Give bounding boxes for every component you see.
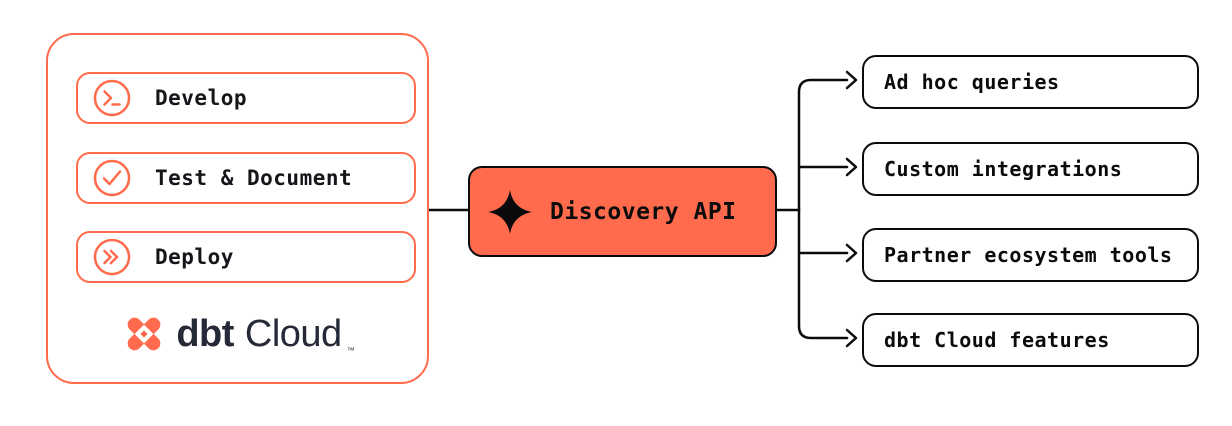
logo-trademark: ™: [346, 346, 355, 355]
node-custom-integrations-label: Custom integrations: [884, 157, 1123, 181]
node-partner-ecosystem-tools: Partner ecosystem tools: [862, 228, 1199, 282]
arrowhead-2: [845, 157, 858, 177]
pill-develop: Develop: [76, 72, 416, 124]
node-ad-hoc-queries-label: Ad hoc queries: [884, 70, 1060, 94]
dbt-logo-icon: [127, 317, 161, 351]
logo-brand-text: dbt: [176, 312, 234, 355]
double-chevron-right-icon: [93, 238, 131, 276]
sparkle-icon: [488, 189, 532, 234]
edge-trunk-top-branch: [797, 78, 849, 212]
dbt-cloud-logo: dbt Cloud ™: [46, 305, 430, 363]
arrowhead-1: [845, 70, 858, 90]
pill-develop-label: Develop: [155, 86, 248, 110]
logo-product-text: Cloud: [244, 312, 342, 355]
node-ad-hoc-queries: Ad hoc queries: [862, 55, 1199, 109]
pill-deploy-label: Deploy: [155, 245, 234, 269]
node-dbt-cloud-features: dbt Cloud features: [862, 313, 1199, 367]
check-circle-icon: [93, 159, 131, 197]
pill-test-document-label: Test & Document: [155, 166, 353, 190]
pill-test-document: Test & Document: [76, 152, 416, 204]
node-partner-ecosystem-tools-label: Partner ecosystem tools: [884, 243, 1173, 267]
node-discovery-api-label: Discovery API: [550, 198, 737, 225]
pill-deploy: Deploy: [76, 231, 416, 283]
node-dbt-cloud-features-label: dbt Cloud features: [884, 328, 1110, 352]
node-custom-integrations: Custom integrations: [862, 142, 1199, 196]
arrowhead-3: [845, 243, 858, 263]
edge-trunk-bottom-branch: [797, 208, 849, 340]
arrowhead-4: [845, 328, 858, 348]
terminal-prompt-icon: [93, 79, 131, 117]
node-discovery-api: Discovery API: [468, 166, 777, 257]
